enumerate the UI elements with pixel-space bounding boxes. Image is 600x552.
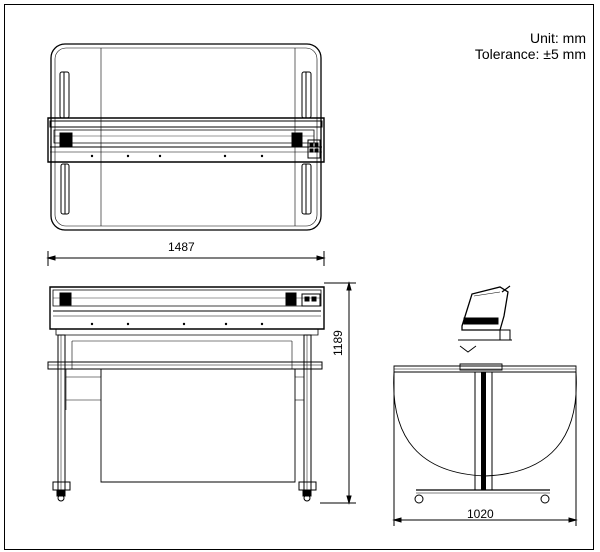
side-view	[394, 286, 577, 526]
dimension-depth-label: 1020	[467, 507, 494, 521]
drawing-frame	[4, 4, 594, 550]
dimension-width-label: 1487	[168, 240, 195, 254]
unit-note: Unit: mm	[530, 30, 586, 46]
top-view	[48, 44, 324, 230]
tolerance-note: Tolerance: ±5 mm	[474, 46, 586, 62]
dimension-height-label: 1189	[331, 330, 345, 356]
front-view	[48, 251, 356, 503]
